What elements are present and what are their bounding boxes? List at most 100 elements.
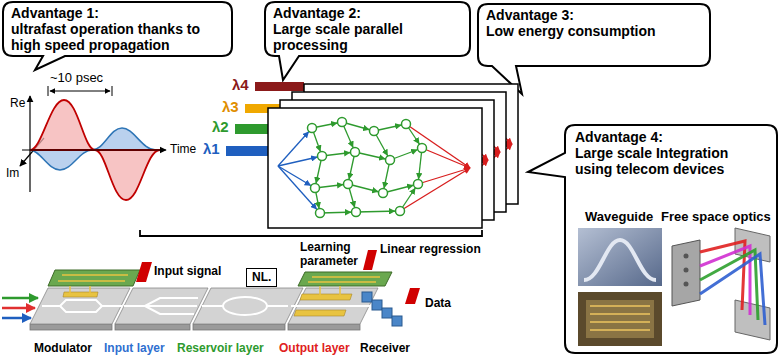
photonic-chip-part-part (48, 270, 140, 286)
wavelength-bars-part (255, 82, 304, 91)
photonic-chip-part-part (392, 316, 402, 326)
chip-photo-part (586, 300, 654, 338)
part-label: Modulator (34, 341, 92, 355)
photonic-chip-part-part (115, 324, 190, 330)
photonic-chip-part-part (363, 250, 377, 270)
chip-photo-part (578, 292, 662, 346)
reservoir-network-part-part (400, 168, 470, 211)
photonic-chip-part-part (372, 300, 382, 310)
reservoir-panels-part (268, 108, 482, 228)
reservoir-network-part-part (311, 184, 320, 193)
waveguide-photo-part (584, 240, 656, 280)
signal-label: Data (425, 296, 451, 310)
reservoir-network-part-part (348, 184, 383, 193)
photonic-chip-part-part (42, 300, 122, 306)
waveform (20, 86, 166, 200)
reservoir-network-part-part (344, 180, 353, 189)
reservoir-network-part (308, 118, 427, 218)
layer-label: Input layer (104, 341, 165, 355)
chip-photo-part (590, 306, 650, 330)
callout-text: ultrafast operation thanks to high speed… (11, 21, 224, 53)
photonic-chip-part-part (288, 324, 360, 330)
reservoir-network-part-part (278, 166, 320, 213)
photonic-chip-part-part (319, 286, 321, 295)
reservoir-network-part-part (278, 128, 312, 166)
signal-label: Input signal (154, 264, 221, 278)
waveform-part (29, 96, 30, 192)
signal-label: Linear regression (380, 242, 481, 256)
photonic-chip-part-part (136, 262, 152, 282)
chip-photo-part-part (590, 329, 650, 331)
reservoir-network-part-part (355, 152, 390, 160)
photonic-chip-part-part (193, 324, 285, 330)
reservoir-network (278, 118, 470, 218)
wavelength-label: λ1 (203, 140, 220, 157)
photonic-chip-part-part (382, 308, 392, 318)
bubble-outline-path (265, 2, 470, 80)
wavelength-label: λ4 (232, 76, 249, 93)
reservoir-network-part-part (308, 124, 317, 133)
free-space-optics-part (684, 254, 689, 287)
part-label: Receiver (360, 341, 410, 355)
photonic-chip (30, 250, 420, 330)
bubble-outline-path (3, 2, 232, 70)
callout-bubble: Advantage 1:ultrafast operation thanks t… (3, 2, 232, 56)
light-inputs-part (2, 297, 38, 300)
reservoir-network-part (400, 124, 470, 211)
duration-label: ~10 psec (50, 70, 103, 85)
photonic-chip-part-part (308, 281, 376, 283)
waveguide-photo-part (578, 228, 662, 286)
chip-photo (578, 292, 662, 346)
photonic-chip-part (362, 292, 402, 326)
reservoir-network-part-part (338, 118, 347, 127)
photonic-chip-part-part (89, 286, 91, 293)
photonic-chip-part-part (202, 305, 288, 307)
free-space-optics-part-part (684, 254, 689, 259)
callout-heading: Advantage 3: (486, 7, 702, 23)
layer-label: Output layer (279, 341, 350, 355)
callout-bubble: Advantage 2:Large scale parallel process… (265, 2, 470, 56)
reservoir-network-part-part (418, 144, 427, 153)
reservoir-network-part-part (396, 207, 405, 216)
light-inputs-part (2, 307, 35, 310)
figure-label: Free space optics (661, 209, 771, 224)
photonic-chip-part (30, 324, 360, 330)
callout-heading: Advantage 4: (575, 129, 767, 145)
photonic-chip-part-part (294, 310, 346, 316)
callout-text: Low energy consumption (486, 23, 702, 39)
reservoir-network-part-part (379, 189, 388, 198)
axis-label: Re (10, 96, 25, 110)
reservoir-network-part-part (418, 148, 422, 184)
photonic-chip-part-part (298, 272, 392, 286)
bubble-outline-path (528, 125, 777, 353)
photonic-chip-part-part (362, 292, 372, 302)
axis-label: Im (6, 166, 19, 180)
photonic-chip-part-part (30, 324, 112, 330)
reservoir-network-part-part (406, 124, 470, 168)
waveguide-photo (578, 228, 662, 286)
wavelength-label: λ2 (212, 118, 229, 135)
photonic-chip-part-part (300, 294, 352, 300)
photonic-chip-part-part (63, 292, 98, 297)
waveform-part (112, 86, 113, 96)
reservoir-network-part-part (318, 152, 327, 161)
callout-bubble: Advantage 4:Large scale Integration usin… (565, 125, 777, 353)
waveform-part (48, 86, 49, 96)
chip-photo-part-part (590, 313, 650, 315)
reservoir-network-part (312, 122, 422, 213)
photonic-chip-part-part (339, 286, 341, 295)
axis-label: Time (170, 142, 196, 156)
reservoir-network-part-part (422, 148, 470, 168)
reservoir-network-part-part (278, 156, 322, 166)
photonic-chip-part-part (60, 306, 102, 312)
photonic-chip-part-part (193, 288, 303, 324)
callout-bubble: Advantage 3:Low energy consumption (478, 4, 710, 66)
photonic-chip-part-part (291, 305, 370, 307)
photonic-chip-part (30, 288, 378, 324)
photonic-chip-part-part (312, 276, 380, 278)
nonlinear-box: NL. (246, 268, 277, 287)
waveform-part (50, 91, 110, 92)
reservoir-network-part-part (278, 166, 315, 188)
